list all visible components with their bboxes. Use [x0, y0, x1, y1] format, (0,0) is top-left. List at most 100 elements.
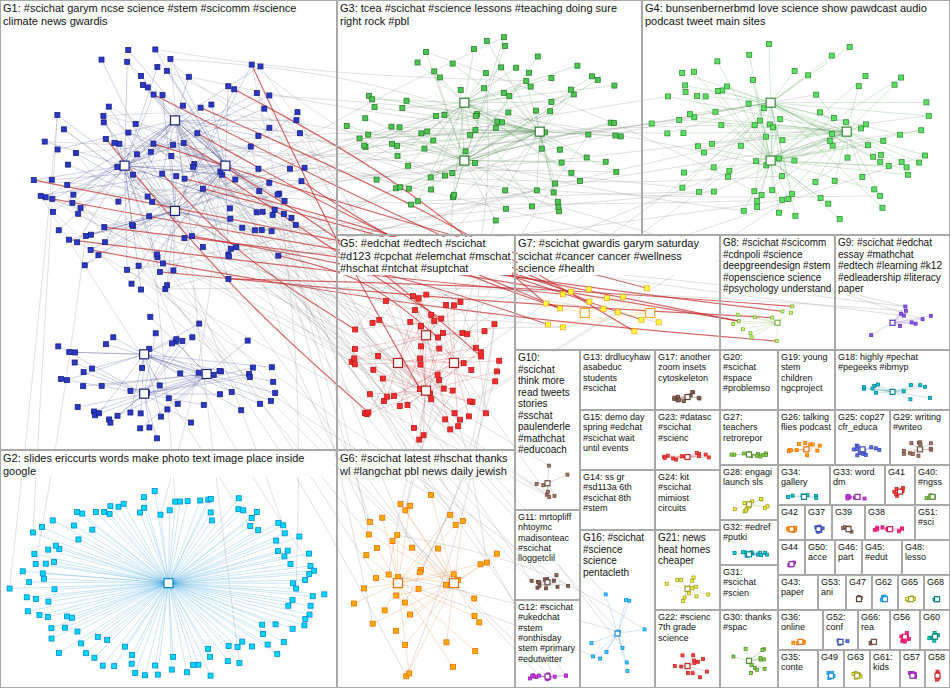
tie	[392, 144, 464, 161]
vertex	[755, 204, 760, 209]
vertex	[546, 322, 551, 327]
vertex	[155, 672, 160, 677]
vertex	[672, 457, 675, 460]
hub-vertex	[860, 447, 865, 452]
vertex	[262, 106, 267, 111]
vertex	[136, 263, 141, 268]
vertex	[208, 496, 213, 501]
vertex	[200, 186, 205, 191]
vertex	[108, 504, 113, 509]
vertex	[147, 214, 152, 219]
vertex	[817, 110, 822, 115]
vertex	[133, 670, 138, 675]
vertex	[483, 71, 488, 76]
tie	[69, 211, 175, 240]
tie	[78, 394, 144, 407]
vertex	[528, 84, 533, 89]
vertex	[892, 82, 897, 87]
vertex	[566, 473, 569, 476]
hub-vertex	[855, 494, 860, 499]
vertex	[429, 313, 434, 318]
tie	[169, 583, 238, 647]
vertex	[157, 269, 162, 274]
vertex	[81, 384, 86, 389]
tie	[426, 371, 497, 390]
vertex	[410, 294, 415, 299]
vertex	[403, 508, 408, 513]
vertex	[503, 188, 508, 193]
vertex	[269, 229, 274, 234]
vertex	[750, 336, 753, 339]
vertex	[408, 319, 413, 324]
vertex	[374, 177, 379, 182]
vertex	[743, 502, 746, 505]
vertex	[71, 192, 76, 197]
tie	[98, 583, 169, 637]
vertex	[844, 120, 849, 125]
vertex	[736, 313, 739, 316]
vertex	[182, 236, 187, 241]
vertex	[297, 534, 302, 539]
vertex	[494, 551, 499, 556]
vertex	[898, 324, 901, 327]
vertex	[412, 425, 417, 430]
vertex	[665, 94, 670, 99]
vertex	[697, 396, 700, 399]
vertex	[704, 453, 707, 456]
vertex	[493, 218, 498, 223]
vertex	[182, 176, 187, 181]
tie	[84, 372, 145, 394]
vertex	[389, 124, 394, 129]
vertex	[208, 673, 213, 678]
hub-vertex	[394, 579, 403, 588]
vertex	[125, 59, 130, 64]
vertex	[160, 171, 165, 176]
vertex	[463, 149, 468, 154]
vertex	[444, 640, 449, 645]
vertex	[458, 88, 463, 93]
tie	[169, 583, 194, 665]
vertex	[256, 166, 261, 171]
vertex	[80, 511, 85, 516]
vertex	[473, 114, 478, 119]
vertex	[881, 526, 884, 529]
tie	[694, 72, 771, 161]
tie	[169, 583, 211, 657]
tie	[540, 132, 555, 184]
tie	[744, 161, 771, 211]
vertex	[707, 456, 710, 459]
tie	[144, 394, 191, 423]
vertex	[569, 170, 574, 175]
vertex	[466, 414, 471, 419]
vertex	[437, 378, 442, 383]
tie	[175, 77, 189, 121]
group-tie	[462, 73, 488, 333]
vertex	[128, 388, 133, 393]
vertex	[66, 162, 71, 167]
vertex	[148, 314, 153, 319]
tie	[92, 530, 168, 583]
vertex	[909, 384, 912, 387]
vertex	[157, 383, 162, 388]
group-tie	[269, 128, 922, 320]
vertex	[248, 524, 253, 529]
vertex	[435, 335, 440, 340]
vertex	[904, 165, 909, 170]
vertex	[910, 442, 913, 445]
vertex	[552, 579, 555, 582]
vertex	[818, 196, 823, 201]
vertex	[362, 143, 367, 148]
hub-vertex	[898, 489, 903, 494]
vertex	[75, 405, 80, 410]
vertex	[174, 337, 179, 342]
vertex	[830, 143, 835, 148]
vertex	[680, 71, 685, 76]
vertex	[612, 83, 617, 88]
vertex	[792, 68, 797, 73]
hub-vertex	[140, 389, 149, 398]
vertex	[771, 125, 776, 130]
tie	[169, 583, 325, 594]
vertex	[108, 420, 113, 425]
vertex	[49, 636, 54, 641]
vertex	[492, 322, 497, 327]
